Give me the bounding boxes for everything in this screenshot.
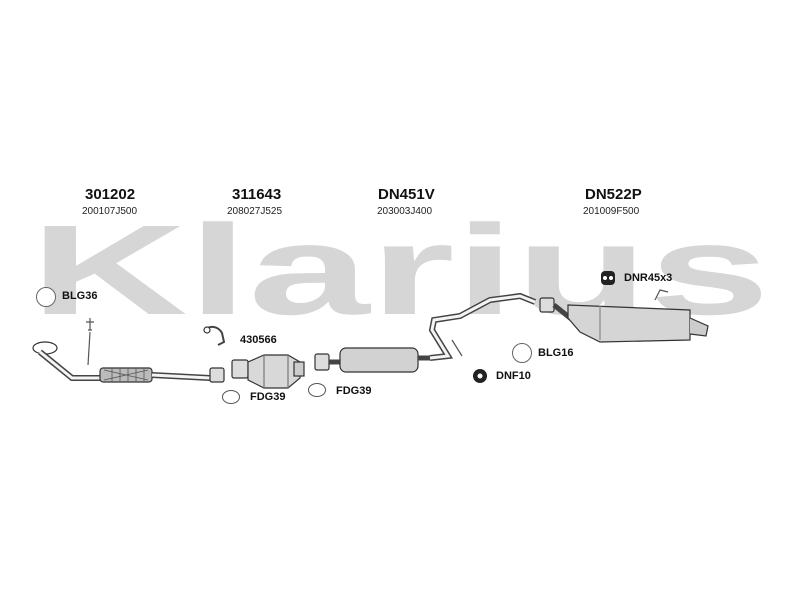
part-code-2: 311643 <box>232 186 282 203</box>
label-dnf10: DNF10 <box>496 370 531 382</box>
dnf-fitting-kit-icon <box>473 369 487 383</box>
label-dnr45x3: DNR45x3 <box>624 272 673 284</box>
label-430566: 430566 <box>240 334 277 346</box>
label-fdg39-b: FDG39 <box>336 385 372 397</box>
bracket-430566 <box>203 325 226 346</box>
blg36-ring-icon <box>36 287 56 307</box>
dnr-rubber-mount-icon <box>601 271 615 285</box>
fdg39-gasket-icon-a <box>222 390 240 404</box>
klarius-watermark: Klarius <box>30 218 770 318</box>
label-blg16: BLG16 <box>538 347 574 359</box>
centre-silencer <box>314 347 430 373</box>
label-blg36: BLG36 <box>62 290 98 302</box>
part-code-1: 301202 <box>85 186 136 203</box>
oem-code-3: 203003J400 <box>377 206 433 217</box>
front-pipe <box>32 318 225 383</box>
blg16-ring-icon <box>512 343 532 363</box>
oem-code-2: 208027J525 <box>227 206 283 217</box>
oem-code-1: 200107J500 <box>82 206 138 217</box>
catalytic-converter <box>231 354 305 389</box>
mid-pipe <box>428 292 537 361</box>
watermark-text: Klarius <box>30 218 770 318</box>
oem-code-4: 201009F500 <box>583 206 640 217</box>
label-fdg39-a: FDG39 <box>250 391 286 403</box>
rear-silencer <box>539 289 709 343</box>
part-code-3: DN451V <box>378 186 435 203</box>
part-code-4: DN522P <box>585 186 642 203</box>
fdg39-gasket-icon-b <box>308 383 326 397</box>
